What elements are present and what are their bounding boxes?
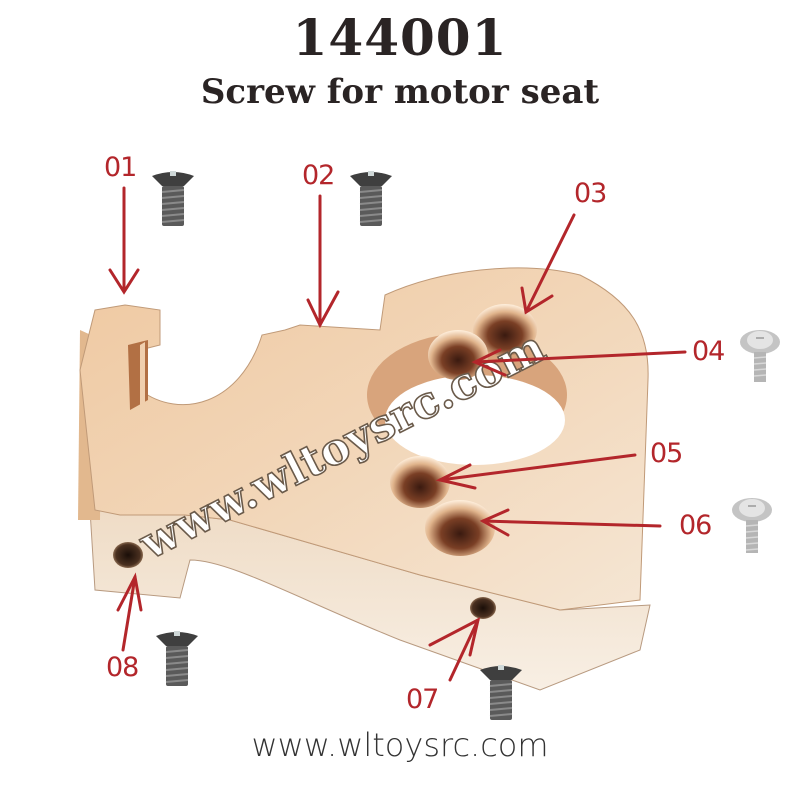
slot-groove-highlight <box>140 342 145 405</box>
arrow-08 <box>121 575 137 652</box>
arrow-05 <box>438 453 637 482</box>
countersunk-hole-04 <box>428 330 488 380</box>
arrow-07 <box>448 618 480 682</box>
washer-head-screw-icon-04 <box>740 330 780 382</box>
callout-label-02: 02 <box>302 160 335 191</box>
countersunk-screw-icon-07 <box>480 665 522 720</box>
part-side-face <box>89 509 651 691</box>
callout-label-01: 01 <box>104 152 137 183</box>
countersunk-screw-icon-01 <box>152 171 194 226</box>
arrow-06 <box>481 519 662 528</box>
arrow-03 <box>524 213 576 314</box>
footer-website: www.wltoysrc.com <box>251 726 549 764</box>
callout-arrows <box>108 186 687 682</box>
threaded-hole-07 <box>470 597 496 619</box>
callout-label-05: 05 <box>650 438 683 469</box>
callout-label-04: 04 <box>692 336 725 367</box>
countersunk-hole-06 <box>425 500 495 556</box>
callout-label-06: 06 <box>679 510 712 541</box>
countersunk-screw-icon-08 <box>156 631 198 686</box>
part-number-title: 144001 <box>292 8 508 67</box>
callout-label-03: 03 <box>574 178 607 209</box>
countersunk-hole-05 <box>390 456 450 508</box>
arrow-04 <box>473 350 687 364</box>
callout-label-08: 08 <box>106 652 139 683</box>
washer-head-screw-icon-06 <box>732 498 772 553</box>
part-subtitle: Screw for motor seat <box>200 72 600 112</box>
motor-bore-opening <box>385 375 565 465</box>
countersunk-hole-03 <box>473 304 537 356</box>
countersunk-screw-icon-02 <box>350 171 392 226</box>
callout-label-07: 07 <box>406 684 439 715</box>
threaded-hole-08 <box>113 542 143 568</box>
